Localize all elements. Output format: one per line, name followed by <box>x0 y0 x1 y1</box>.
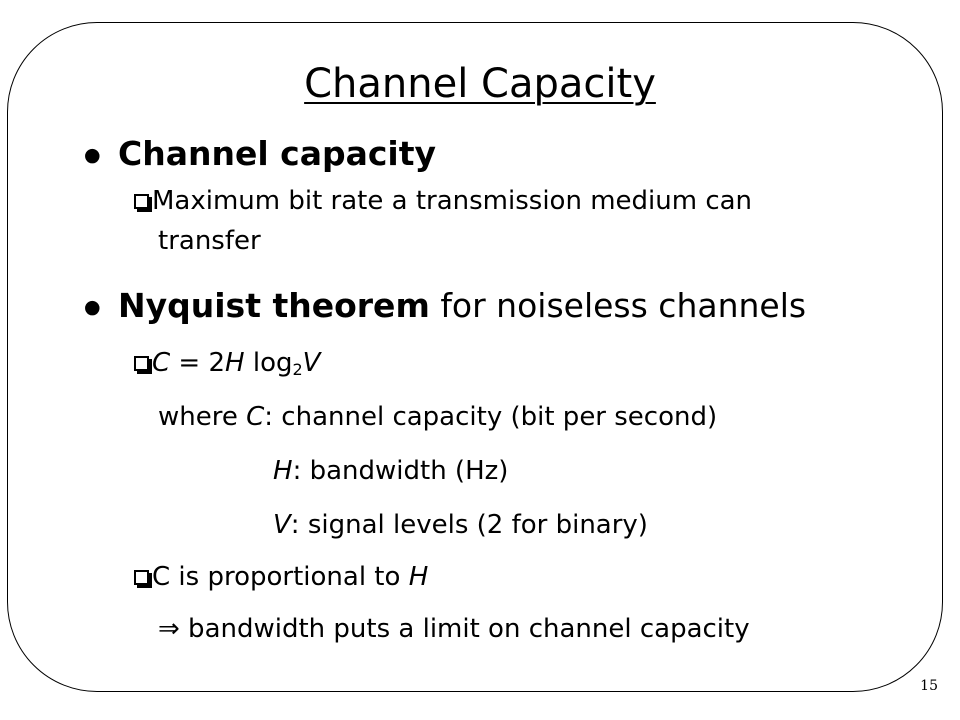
slide-title: Channel Capacity <box>304 61 656 107</box>
sub-bullet-proportional: C is proportional to H <box>134 562 428 592</box>
page-number: 15 <box>920 678 938 694</box>
where-c-desc: : channel capacity (bit per second) <box>264 402 718 432</box>
where-h-desc: : bandwidth (Hz) <box>292 456 509 486</box>
where-v-var: V <box>273 510 291 540</box>
where-c-line: where C: channel capacity (bit per secon… <box>158 402 717 432</box>
implication-line: ⇒ bandwidth puts a limit on channel capa… <box>158 614 750 644</box>
where-c-var: C <box>246 402 265 432</box>
proportional-var: H <box>408 562 429 592</box>
definition-line1: Maximum bit rate a transmission medium c… <box>152 186 753 216</box>
where-h-var: H <box>273 456 293 486</box>
where-v-desc: : signal levels (2 for binary) <box>290 510 648 540</box>
formula-eq: = 2 <box>170 348 226 378</box>
where-v-line: V: signal levels (2 for binary) <box>273 510 648 540</box>
sub-bullet-formula: C = 2H log2V <box>134 348 320 378</box>
checkbox-bullet-icon <box>134 570 149 585</box>
nyquist-heading-rest: for noiseless channels <box>429 286 807 325</box>
where-h-line: H: bandwidth (Hz) <box>273 456 508 486</box>
checkbox-bullet-icon <box>134 356 149 371</box>
formula-c: C <box>152 348 171 378</box>
bullet-dot-icon: ● <box>84 296 101 318</box>
sub-bullet-definition: Maximum bit rate a transmission medium c… <box>134 186 752 216</box>
formula-h: H <box>225 348 245 378</box>
where-prefix: where <box>158 402 247 432</box>
checkbox-bullet-icon <box>134 194 149 209</box>
implies-arrow-icon: ⇒ <box>158 614 180 644</box>
formula-log-base: 2 <box>292 360 303 379</box>
implication-text: bandwidth puts a limit on channel capaci… <box>179 614 750 644</box>
formula-log: log <box>244 348 293 378</box>
slide-frame <box>7 22 943 692</box>
formula-v: V <box>302 348 321 378</box>
nyquist-heading-bold: Nyquist theorem <box>118 286 430 325</box>
definition-line2: transfer <box>158 226 261 256</box>
proportional-text: C is proportional to <box>152 562 409 592</box>
bullet-dot-icon: ● <box>84 144 101 166</box>
bullet-heading: Channel capacity <box>118 134 437 173</box>
